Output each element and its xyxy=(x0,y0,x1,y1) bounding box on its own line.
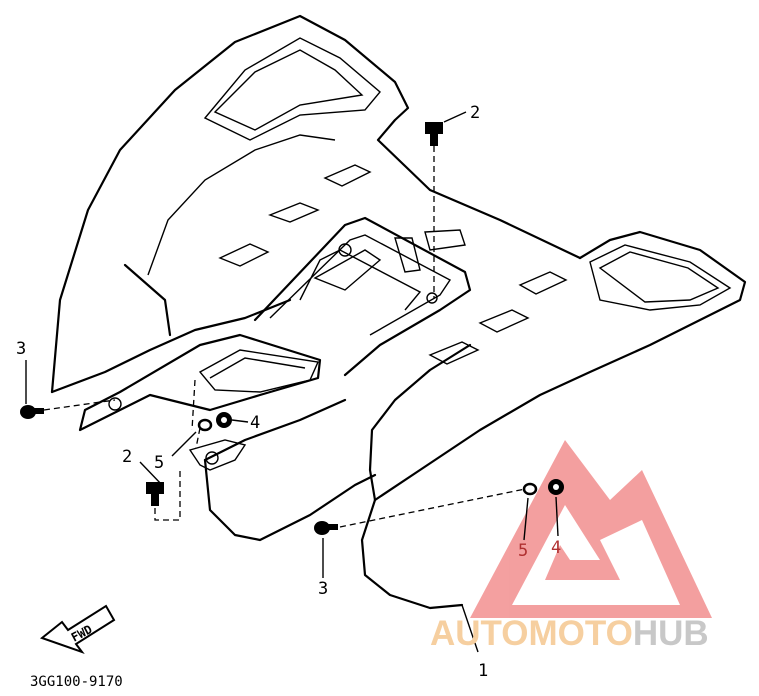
washer-5-left-icon xyxy=(197,418,213,432)
watermark-text-part2: HUB xyxy=(633,614,709,653)
collar-4-left-icon xyxy=(216,412,232,428)
callout-2-top: 2 xyxy=(470,103,480,123)
callout-4-right: 4 xyxy=(551,538,561,558)
watermark-text-part1: AUTOMOTO xyxy=(430,614,633,653)
screw-3-bottom-icon xyxy=(314,521,338,535)
callout-3-left: 3 xyxy=(16,339,26,359)
rear-fender xyxy=(50,14,747,610)
washer-5-right-icon xyxy=(522,482,538,496)
callout-2-left: 2 xyxy=(122,447,132,467)
bolt-2-top-icon xyxy=(425,122,443,146)
callout-5-left: 5 xyxy=(154,453,164,473)
callout-1: 1 xyxy=(478,661,488,681)
collar-4-right-icon xyxy=(548,479,564,495)
callout-5-right: 5 xyxy=(518,541,528,561)
assembly-lines xyxy=(43,146,526,528)
fwd-label: FWD xyxy=(69,622,95,645)
bolt-2-left-icon xyxy=(146,482,164,506)
leader-lines xyxy=(25,111,559,653)
callout-3-bottom: 3 xyxy=(318,579,328,599)
screw-3-left-icon xyxy=(20,405,44,419)
watermark-logo xyxy=(470,440,712,618)
part-number-code: 3GG100-9170 xyxy=(30,674,123,690)
fwd-arrow-icon: FWD xyxy=(39,604,116,655)
watermark-text: AUTOMOTOHUB xyxy=(430,614,709,653)
callout-4-left: 4 xyxy=(250,413,260,433)
